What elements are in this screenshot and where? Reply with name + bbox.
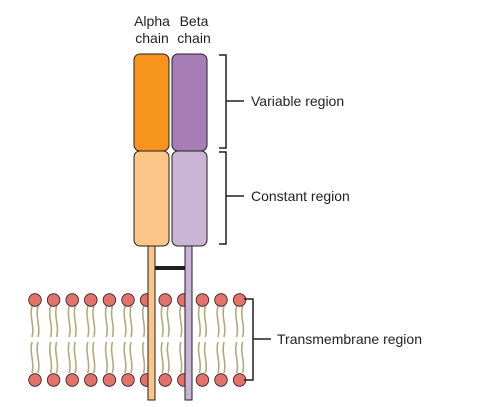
lipid-tail-inner-8-0 — [179, 341, 183, 374]
lipid-tail-inner-1-1 — [54, 341, 59, 374]
lipid-tail-outer-1-0 — [48, 305, 53, 338]
lipid-head-outer-0 — [28, 293, 42, 307]
lipid-tail-inner-9-1 — [203, 341, 208, 374]
lipid-tail-outer-9-1 — [203, 305, 208, 338]
lipid-head-outer-10 — [214, 293, 228, 307]
lipid-head-inner-0 — [28, 373, 42, 387]
lipid-head-outer-3 — [84, 293, 98, 307]
lipid-tail-inner-5-1 — [129, 341, 133, 374]
lipid-tail-inner-0-0 — [30, 341, 34, 374]
lipid-tail-inner-1-0 — [48, 341, 53, 374]
variable-region-label: Variable region — [251, 93, 345, 109]
alpha-chain-label: Alpha chain — [134, 13, 170, 46]
beta-transmembrane-stalk — [184, 245, 193, 401]
lipid-tail-outer-6-0 — [141, 305, 146, 338]
transmembrane-region-bracket — [244, 298, 271, 381]
lipid-tail-outer-10-1 — [222, 305, 226, 338]
lipid-tail-outer-7-1 — [166, 305, 170, 338]
lipid-tail-outer-4-0 — [104, 305, 109, 338]
lipid-head-inner-2 — [65, 373, 79, 387]
lipid-bilayer — [28, 293, 247, 387]
lipid-head-inner-9 — [195, 373, 210, 387]
beta-chain-label: Beta chain — [177, 13, 211, 46]
lipid-tail-inner-2-0 — [67, 341, 71, 374]
lipid-head-outer-1 — [46, 293, 61, 307]
lipid-tail-inner-4-1 — [110, 341, 115, 374]
beta-variable-domain — [171, 53, 208, 152]
lipid-head-outer-7 — [158, 293, 172, 307]
lipid-tail-inner-10-1 — [222, 341, 226, 374]
lipid-tail-outer-9-0 — [197, 305, 202, 338]
lipid-tail-inner-6-0 — [141, 341, 146, 374]
lipid-tail-outer-0-1 — [36, 305, 40, 338]
lipid-head-outer-11 — [232, 293, 247, 307]
lipid-tail-outer-2-0 — [67, 305, 71, 338]
lipid-tail-outer-0-0 — [30, 305, 34, 338]
lipid-tail-outer-5-1 — [129, 305, 133, 338]
lipid-tail-outer-8-0 — [179, 305, 183, 338]
lipid-tail-outer-3-0 — [86, 305, 90, 338]
lipid-tail-inner-2-1 — [73, 341, 77, 374]
transmembrane-region-label: Transmembrane region — [277, 331, 422, 347]
lipid-tail-inner-0-1 — [36, 341, 40, 374]
lipid-head-outer-9 — [195, 293, 210, 307]
lipid-head-outer-5 — [121, 293, 135, 307]
lipid-head-inner-10 — [214, 373, 228, 387]
constant-region-label: Constant region — [251, 188, 350, 204]
lipid-tail-outer-11-0 — [234, 305, 239, 338]
constant-region-bracket — [219, 151, 244, 245]
lipid-head-inner-1 — [46, 373, 61, 387]
lipid-head-outer-4 — [102, 293, 117, 307]
lipid-tail-outer-11-1 — [240, 305, 245, 338]
lipid-tail-inner-7-1 — [166, 341, 170, 374]
lipid-tail-outer-2-1 — [73, 305, 77, 338]
lipid-tail-inner-11-1 — [240, 341, 245, 374]
lipid-head-inner-7 — [158, 373, 172, 387]
lipid-tail-inner-7-0 — [160, 341, 164, 374]
alpha-variable-domain — [133, 53, 170, 152]
lipid-tail-inner-11-0 — [234, 341, 239, 374]
lipid-head-inner-5 — [121, 373, 135, 387]
alpha-transmembrane-stalk — [147, 245, 156, 401]
lipid-tail-inner-3-1 — [92, 341, 96, 374]
lipid-tail-outer-3-1 — [92, 305, 96, 338]
lipid-tail-inner-9-0 — [197, 341, 202, 374]
lipid-head-inner-3 — [84, 373, 98, 387]
lipid-tail-outer-10-0 — [216, 305, 220, 338]
alpha-constant-domain — [133, 150, 170, 247]
lipid-tail-inner-10-0 — [216, 341, 220, 374]
lipid-head-inner-4 — [102, 373, 117, 387]
lipid-tail-outer-7-0 — [160, 305, 164, 338]
lipid-tail-outer-4-1 — [110, 305, 115, 338]
lipid-tail-inner-4-0 — [104, 341, 109, 374]
beta-constant-domain — [171, 150, 208, 247]
lipid-tail-outer-5-0 — [123, 305, 127, 338]
variable-region-bracket — [219, 54, 244, 149]
lipid-head-outer-2 — [65, 293, 79, 307]
lipid-tail-outer-1-1 — [54, 305, 59, 338]
lipid-tail-inner-3-0 — [86, 341, 90, 374]
lipid-tail-inner-5-0 — [123, 341, 127, 374]
